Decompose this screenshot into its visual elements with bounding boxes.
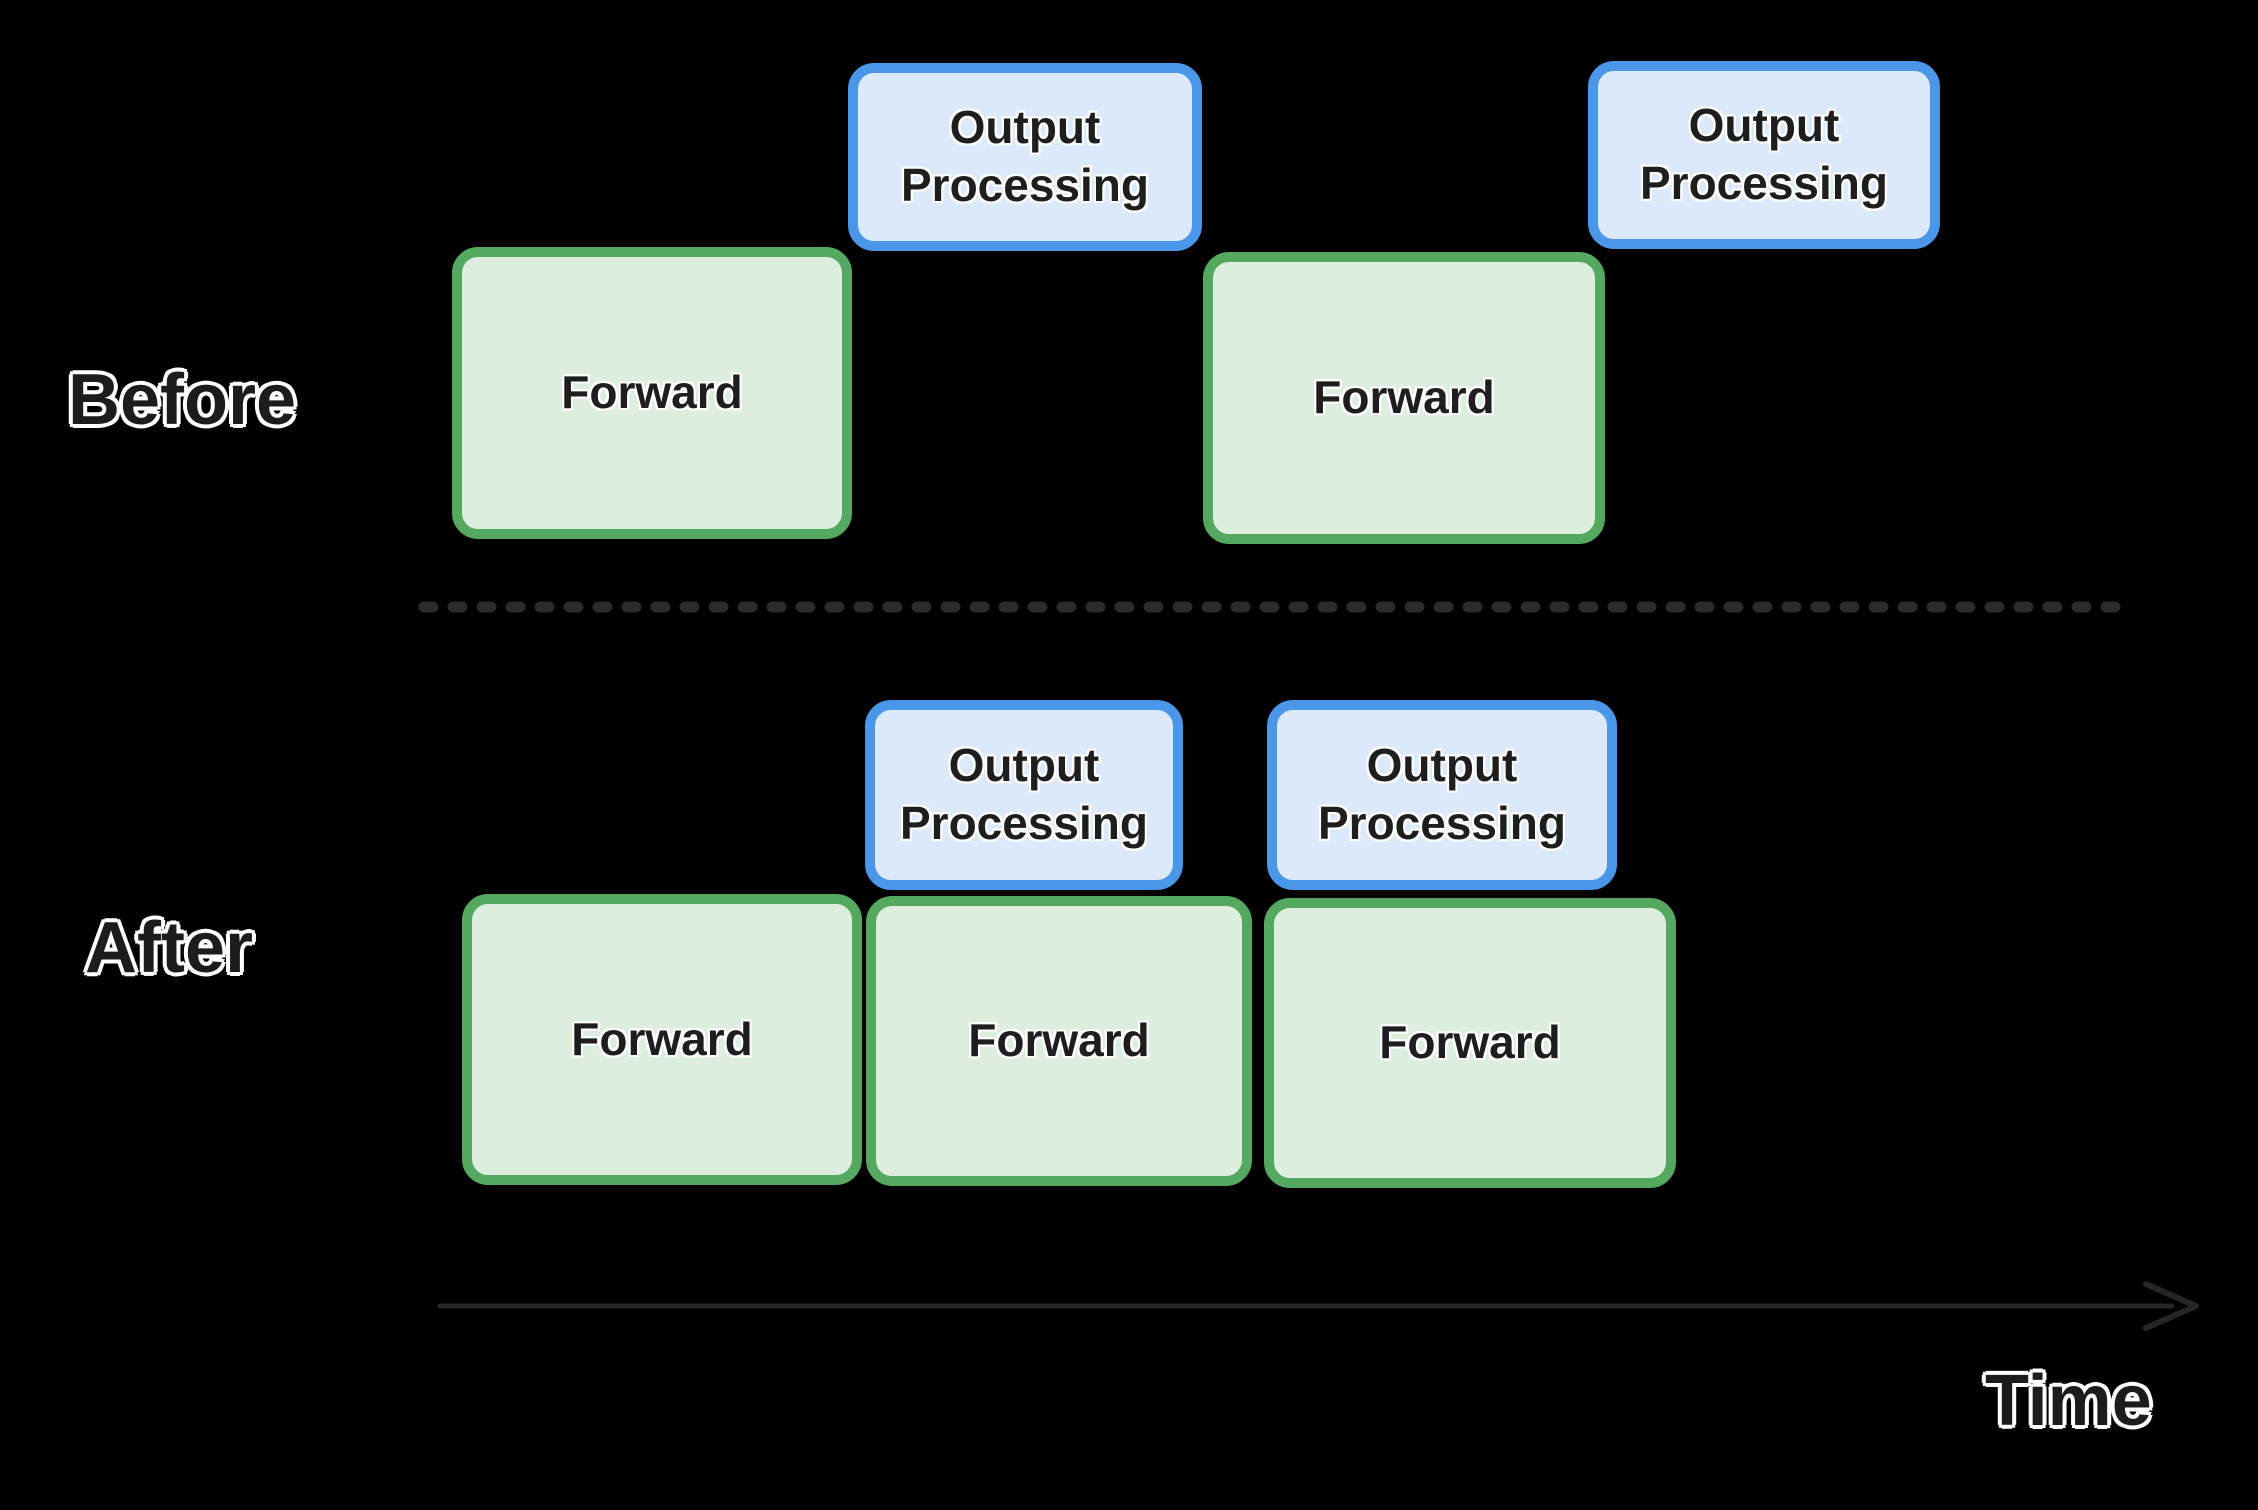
before-row-label: Before (68, 360, 297, 440)
output-processing-box: Output Processing (848, 63, 1202, 251)
time-axis-label: Time (1985, 1361, 2152, 1441)
output-processing-box-label: Output Processing (1640, 99, 1888, 209)
forward-box-label: Forward (561, 366, 743, 419)
time-axis-arrowhead-icon (2143, 1281, 2199, 1331)
forward-box: Forward (866, 896, 1252, 1186)
forward-box: Forward (452, 247, 852, 539)
forward-box: Forward (1264, 898, 1676, 1188)
output-processing-box: Output Processing (865, 700, 1183, 890)
forward-box-label: Forward (968, 1014, 1150, 1067)
output-processing-box-label: Output Processing (901, 101, 1149, 211)
forward-box: Forward (462, 894, 862, 1185)
output-processing-box-label: Output Processing (1318, 739, 1566, 849)
output-processing-box-label: Output Processing (900, 739, 1148, 849)
forward-box-label: Forward (1313, 371, 1495, 424)
after-row-label: After (85, 908, 254, 988)
forward-box-label: Forward (571, 1012, 753, 1065)
output-processing-box: Output Processing (1588, 61, 1940, 249)
forward-box-label: Forward (1379, 1016, 1561, 1069)
forward-box: Forward (1203, 252, 1605, 544)
output-processing-box: Output Processing (1267, 700, 1617, 890)
